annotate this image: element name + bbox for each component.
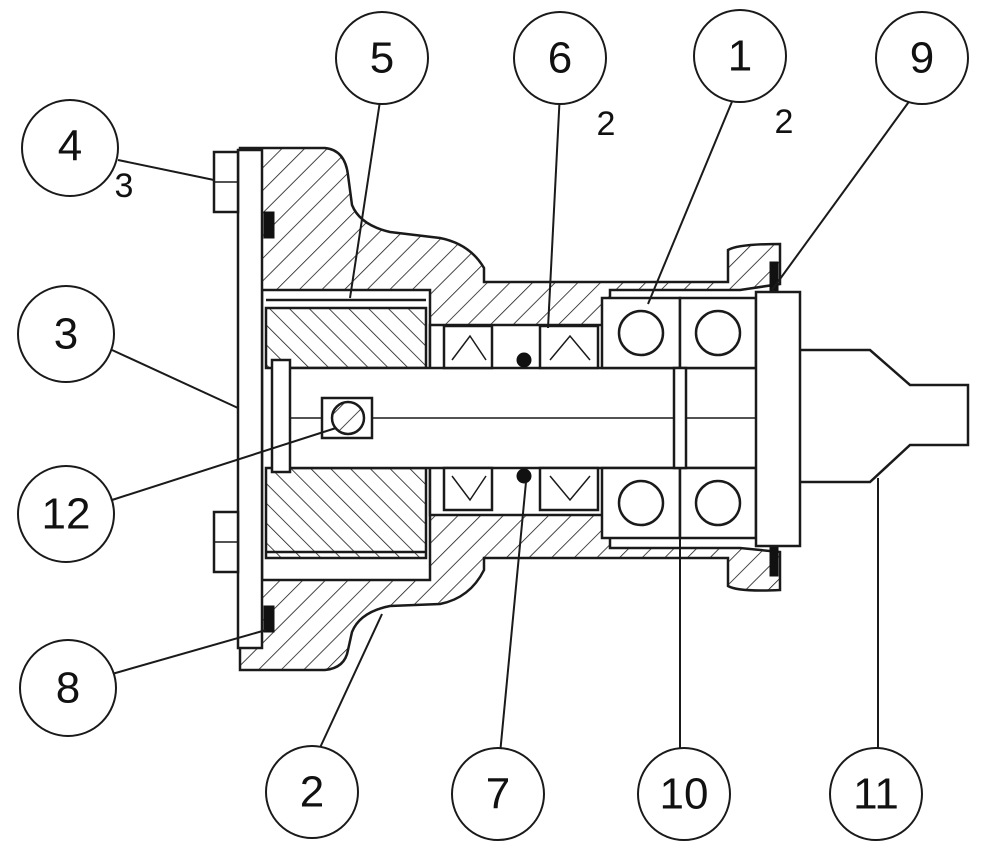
balloon-11: 11 bbox=[829, 747, 923, 841]
balloon-10-label: 10 bbox=[660, 770, 709, 819]
ball-bearings bbox=[600, 296, 758, 540]
balloon-1-label: 1 bbox=[728, 32, 752, 81]
balloon-10: 10 bbox=[637, 747, 731, 841]
bearing-spacer bbox=[672, 366, 688, 470]
shaft bbox=[270, 348, 970, 484]
leader-lines bbox=[111, 87, 917, 755]
balloon-9: 9 bbox=[875, 11, 969, 105]
o-ring-seal bbox=[263, 211, 275, 633]
balloon-1: 1 2 bbox=[693, 9, 794, 141]
balloon-3: 3 bbox=[17, 285, 115, 383]
balloon-5: 5 bbox=[335, 11, 429, 105]
balloon-12: 12 bbox=[17, 465, 115, 563]
drive-pin bbox=[320, 396, 374, 440]
balloon-7: 7 bbox=[451, 747, 545, 841]
balloon-1-qty: 2 bbox=[775, 103, 794, 141]
balloon-3-label: 3 bbox=[54, 310, 78, 359]
balloon-12-label: 12 bbox=[42, 490, 91, 539]
retaining-ring bbox=[754, 261, 802, 577]
balloon-2: 2 bbox=[265, 745, 359, 839]
cover-bolts bbox=[212, 150, 240, 574]
slinger-ring bbox=[516, 352, 532, 484]
balloon-6: 6 2 bbox=[513, 11, 616, 143]
balloon-2-label: 2 bbox=[300, 768, 324, 817]
balloon-6-qty: 2 bbox=[597, 105, 616, 143]
balloon-4-label: 4 bbox=[58, 122, 82, 171]
balloon-5-label: 5 bbox=[370, 34, 394, 83]
balloon-6-label: 6 bbox=[548, 34, 572, 83]
balloon-11-label: 11 bbox=[853, 770, 899, 819]
balloon-7-label: 7 bbox=[486, 770, 510, 819]
balloon-8-label: 8 bbox=[56, 664, 80, 713]
lip-seals bbox=[442, 324, 600, 512]
balloon-8: 8 bbox=[19, 639, 117, 737]
balloon-4: 4 3 bbox=[21, 99, 134, 205]
balloon-9-label: 9 bbox=[910, 34, 934, 83]
cover-plate bbox=[236, 148, 264, 650]
balloon-4-qty: 3 bbox=[115, 167, 134, 205]
